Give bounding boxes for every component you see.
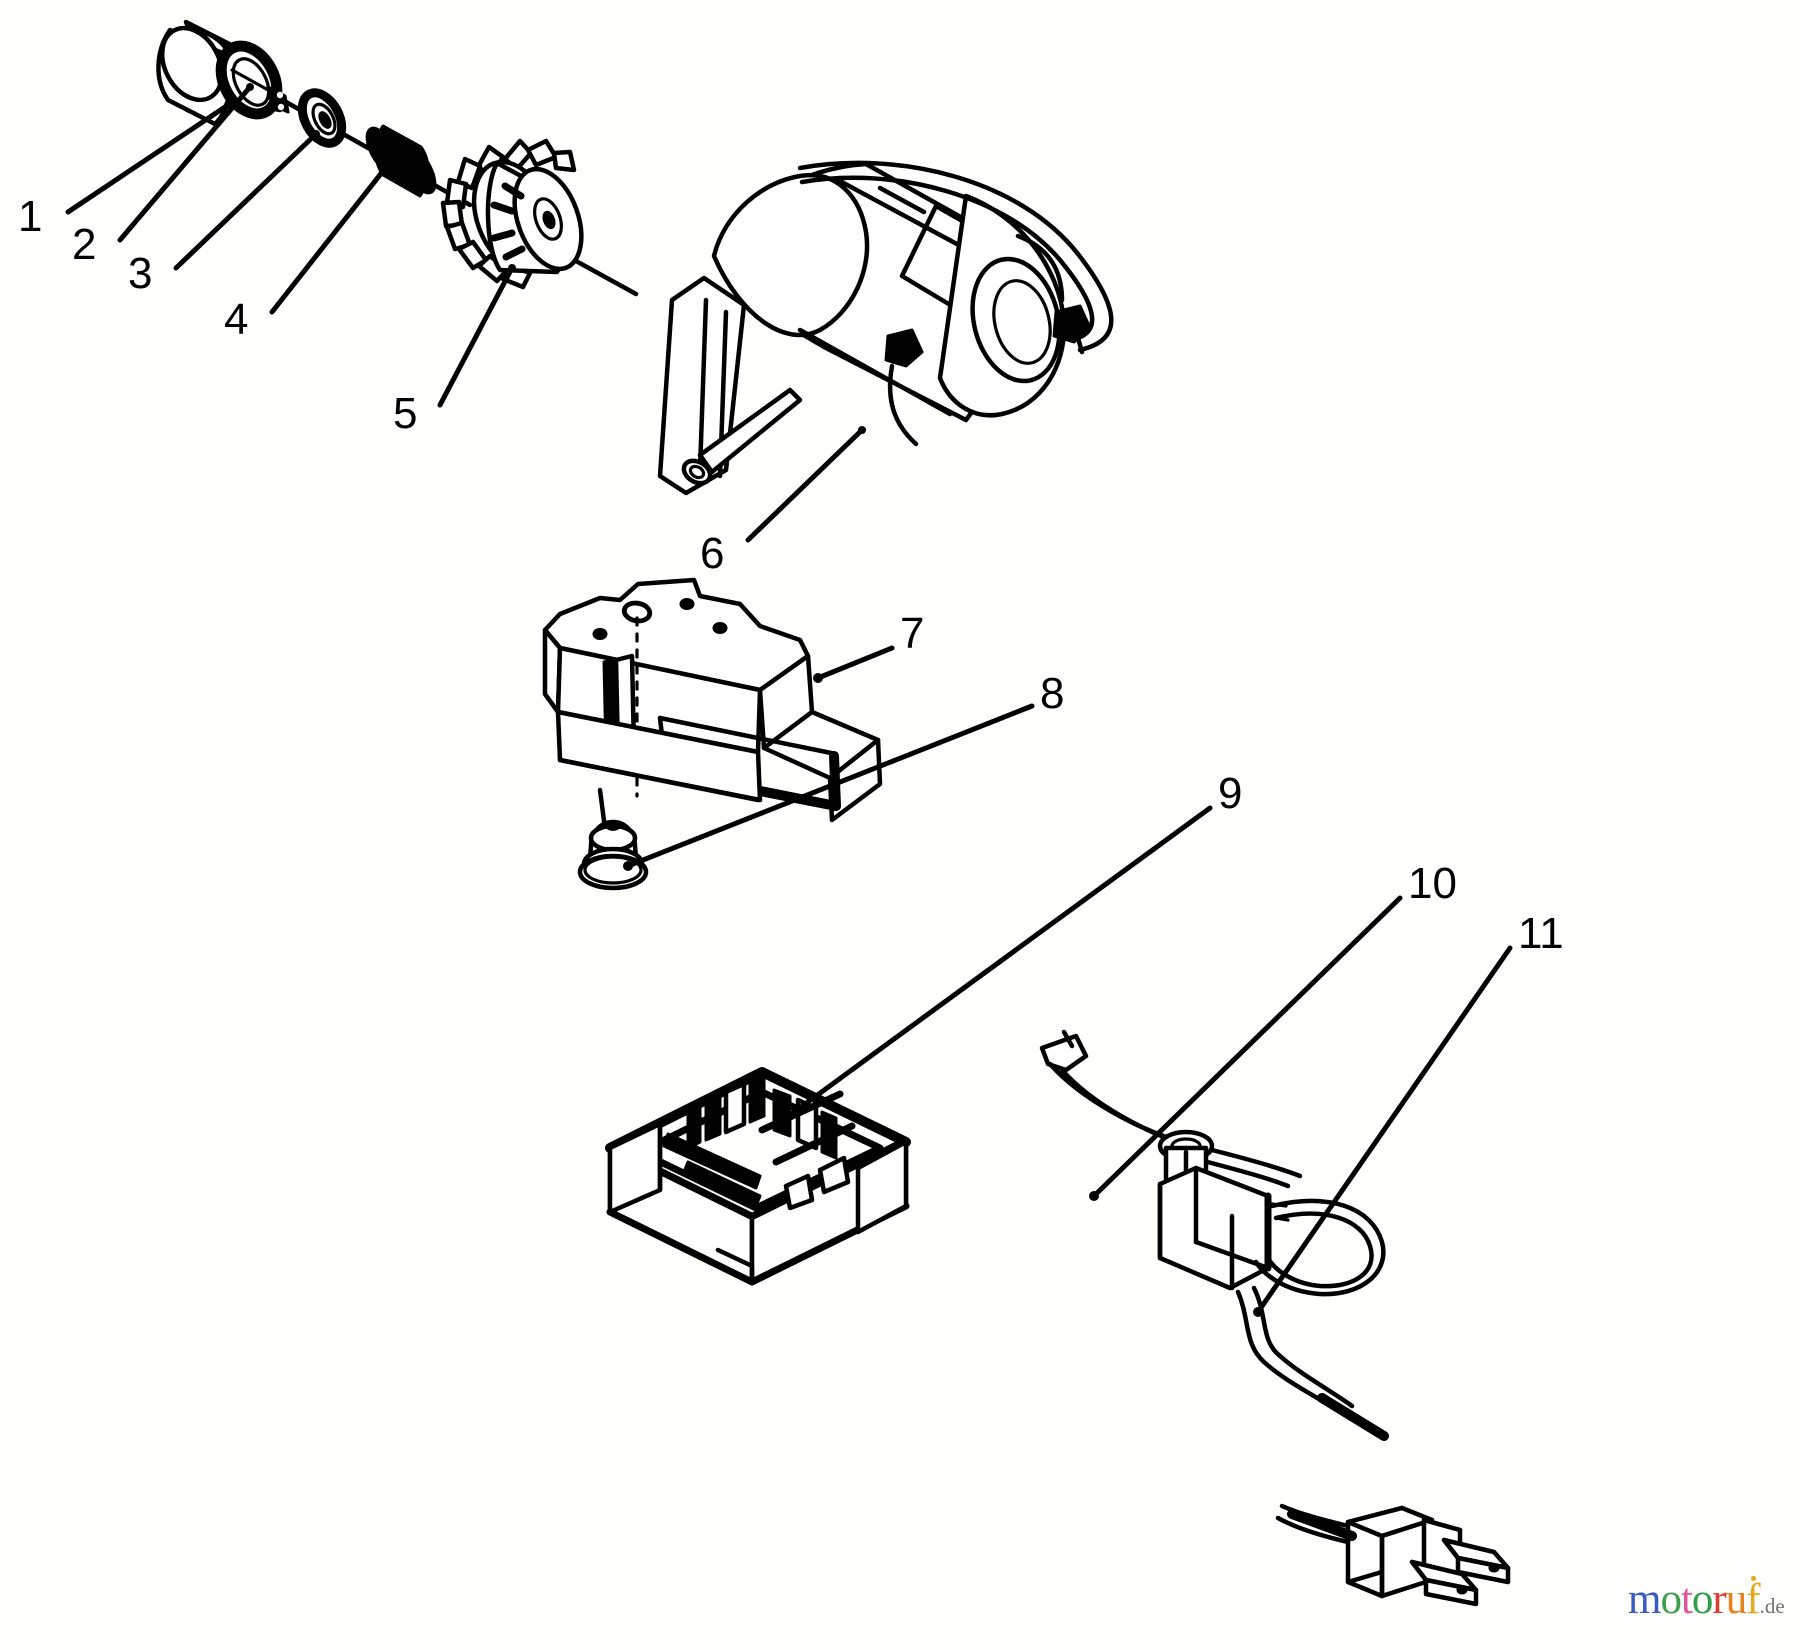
callout-label-3: 3	[128, 249, 153, 298]
watermark-char-r: r	[1712, 1576, 1726, 1623]
part-starter-bracket-drawing	[542, 577, 883, 823]
part-terminal-block-drawing	[605, 1067, 911, 1286]
part-power-cord-plug-drawing	[1275, 1503, 1511, 1607]
part-rubber-grommet-drawing	[577, 787, 649, 891]
callout-label-11: 11	[1518, 909, 1564, 958]
callout-label-10: 10	[1408, 859, 1457, 908]
watermark-char-u: u	[1725, 1576, 1747, 1623]
callout-label-5: 5	[393, 389, 418, 438]
callout-label-9: 9	[1218, 769, 1243, 818]
callout-leader-lines	[65, 83, 1513, 1317]
part-starter-motor-drawing	[657, 160, 1114, 496]
part-starter-switch-lead-drawing	[1039, 1029, 1389, 1441]
part-ball-bearing-drawing	[297, 88, 347, 148]
callout-label-4: 4	[224, 295, 249, 344]
watermark-char-o1: o	[1660, 1576, 1681, 1623]
callout-label-7: 7	[900, 609, 925, 658]
callout-label-8: 8	[1040, 669, 1065, 718]
motoruf-watermark: motoruf.de	[1628, 1576, 1785, 1623]
watermark-char-t: t	[1680, 1576, 1693, 1623]
watermark-char-f: f	[1746, 1576, 1760, 1623]
part-motor-end-cap-drawing	[156, 19, 290, 127]
watermark-dot	[1751, 1576, 1756, 1581]
callout-label-1: 1	[18, 192, 43, 241]
callout-label-6: 6	[700, 529, 725, 578]
watermark-char-o2: o	[1691, 1576, 1713, 1623]
watermark-suffix: .de	[1759, 1594, 1785, 1618]
callout-label-2: 2	[72, 220, 97, 269]
part-pinion-gear-drawing	[440, 138, 584, 290]
watermark-char-m: m	[1628, 1576, 1661, 1623]
